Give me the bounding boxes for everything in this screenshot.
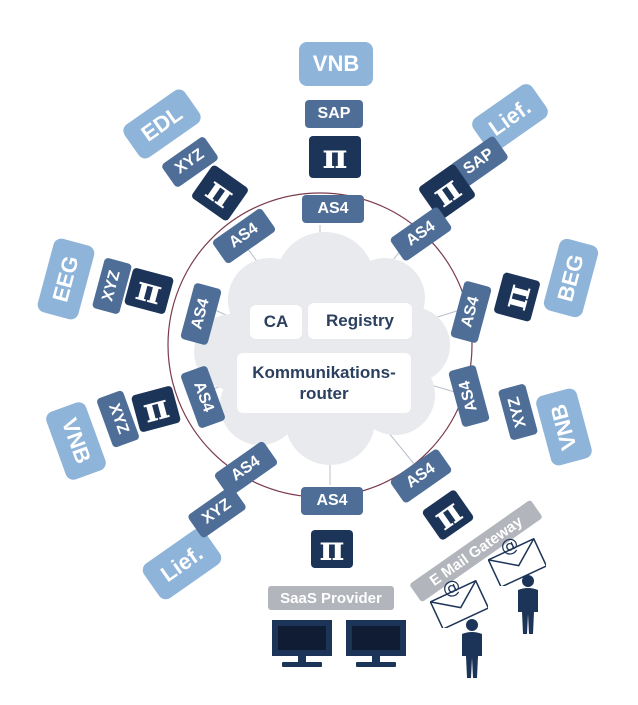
- vnb-top-box: VNB: [299, 42, 373, 86]
- pi-bottom-icon: π: [311, 529, 353, 569]
- router-line-2: router: [299, 384, 349, 403]
- cloud: [194, 232, 450, 465]
- ca-box: CA: [250, 305, 302, 339]
- person-icon: [462, 619, 482, 678]
- envelope-icon: @: [430, 580, 488, 628]
- envelope-icon: @: [488, 538, 546, 586]
- kommunikationsrouter-box: Kommunikations- router: [237, 353, 411, 413]
- svg-text:@: @: [439, 580, 464, 601]
- as4-bottom-box: AS4: [301, 487, 363, 515]
- monitor-icon: [272, 620, 332, 667]
- saas-provider-label: SaaS Provider: [268, 586, 394, 610]
- as4-top-box: AS4: [302, 195, 364, 223]
- router-line-1: Kommunikations-: [252, 363, 396, 382]
- svg-text:@: @: [497, 538, 522, 559]
- pi-top-icon: π: [309, 136, 361, 178]
- monitor-icon: [346, 620, 406, 667]
- registry-box: Registry: [308, 303, 412, 339]
- sap-top-box: SAP: [305, 100, 363, 128]
- person-icon: [518, 575, 538, 634]
